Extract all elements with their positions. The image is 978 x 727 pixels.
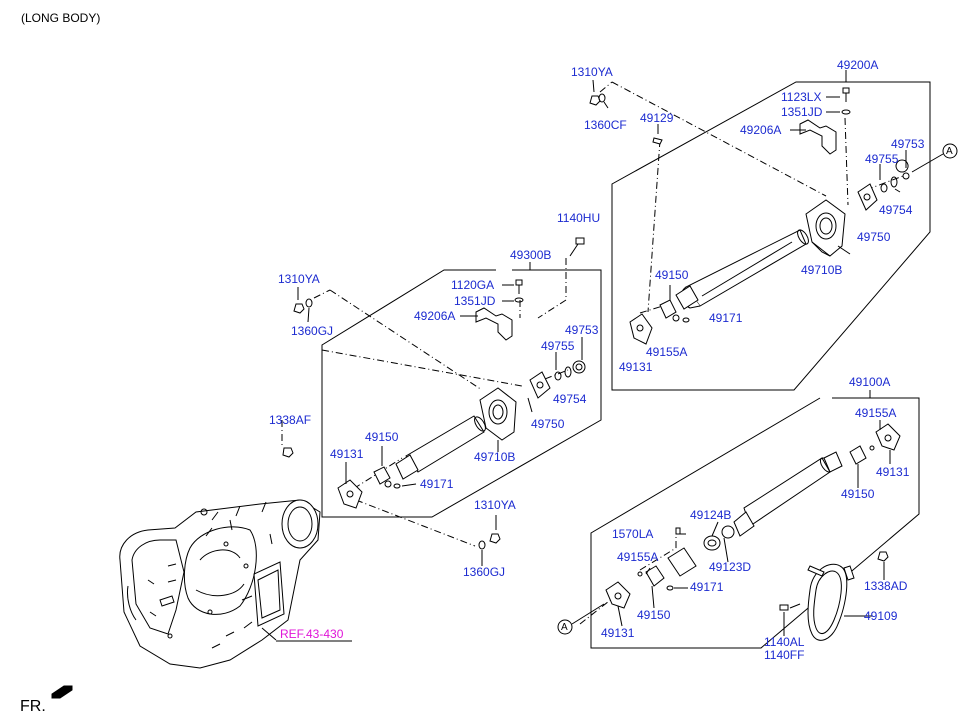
part-label[interactable]: 49753 — [891, 137, 925, 151]
part-label[interactable]: 49710B — [801, 263, 843, 277]
fasteners-top-left — [589, 93, 663, 145]
part-label[interactable]: 1570LA — [612, 527, 654, 541]
part-label[interactable]: 49710B — [474, 450, 516, 464]
part-label[interactable]: 49131 — [876, 465, 910, 479]
part-label[interactable]: 49206A — [740, 123, 782, 137]
propeller-shaft-49300b — [395, 415, 486, 480]
part-label[interactable]: 49123D — [709, 560, 752, 574]
part-label[interactable]: 49150 — [637, 608, 671, 622]
universal-joint-top — [629, 285, 690, 345]
part-label[interactable]: 49155A — [646, 345, 688, 359]
marker-circle-bottom — [557, 619, 573, 635]
part-label[interactable]: 1351JD — [454, 294, 496, 308]
part-label[interactable]: 49753 — [565, 323, 599, 337]
bolt-1120ga — [514, 279, 524, 303]
part-label[interactable]: 1140AL — [764, 635, 805, 649]
transmission-housing — [119, 499, 321, 669]
universal-joint-right — [849, 423, 901, 465]
part-label[interactable]: 1123LX — [781, 90, 822, 104]
marker-circle-top — [942, 143, 958, 159]
part-label[interactable]: 1120GA — [451, 278, 495, 292]
part-label[interactable]: 49755 — [865, 152, 899, 166]
part-label[interactable]: 49131 — [330, 447, 364, 461]
assembly-49300b-frame — [321, 269, 602, 518]
bottom-assembly-guide-lines — [579, 536, 677, 625]
fasteners-mid — [282, 298, 501, 550]
reference-link[interactable]: REF.43-430 — [280, 627, 344, 641]
part-label[interactable]: 1351JD — [781, 105, 823, 119]
propeller-shaft-49100a — [733, 451, 843, 537]
flange-yoke-top — [857, 159, 910, 211]
leader-lines-bottom — [617, 390, 891, 636]
part-label[interactable]: 1310YA — [474, 498, 516, 512]
marker-letter-top: A — [946, 146, 953, 157]
part-label[interactable]: 49171 — [690, 580, 724, 594]
part-label[interactable]: 1360GJ — [463, 565, 506, 579]
universal-joint-mid — [337, 466, 401, 509]
part-label[interactable]: 1338AF — [269, 413, 312, 427]
part-label[interactable]: 49300B — [510, 248, 552, 262]
part-label[interactable]: 1310YA — [278, 272, 320, 286]
center-bearing-49710b-top — [805, 199, 846, 257]
bracket-49206a-mid — [475, 307, 513, 341]
universal-joint-bottom — [605, 527, 681, 609]
marker-letter-bottom: A — [561, 622, 568, 633]
part-label[interactable]: 49750 — [857, 230, 891, 244]
part-label[interactable]: 49750 — [531, 417, 565, 431]
front-arrow-icon — [51, 685, 73, 699]
part-label[interactable]: 49171 — [420, 477, 454, 491]
part-label[interactable]: 49150 — [841, 487, 875, 501]
bolt-1123lx — [841, 87, 851, 115]
bracket-49206a-top — [799, 119, 837, 155]
part-label[interactable]: 49200A — [837, 58, 879, 72]
part-label[interactable]: 49131 — [619, 360, 653, 374]
leader-lines-top — [592, 70, 907, 255]
part-label[interactable]: 49109 — [864, 609, 898, 623]
middle-assembly-guide-lines — [281, 258, 569, 547]
part-label[interactable]: 49171 — [709, 311, 743, 325]
bolt-1140hu — [569, 237, 585, 257]
leader-lines-mid — [297, 262, 583, 566]
part-label[interactable]: 49131 — [601, 626, 635, 640]
part-label[interactable]: 49100A — [849, 375, 891, 389]
ref-leader-line — [261, 627, 277, 641]
part-label[interactable]: 1360CF — [584, 118, 627, 132]
slip-joint-bottom — [667, 525, 735, 577]
variant-label: (LONG BODY) — [21, 11, 101, 25]
part-label[interactable]: 49206A — [414, 309, 456, 323]
top-assembly-guide-lines — [599, 81, 904, 314]
part-label[interactable]: 49155A — [617, 550, 659, 564]
part-label[interactable]: 49754 — [553, 392, 587, 406]
part-label[interactable]: 49155A — [855, 406, 897, 420]
flange-yoke-mid — [529, 360, 586, 399]
center-bearing-49710b-mid — [479, 387, 517, 441]
propeller-shaft-49200a — [675, 229, 809, 310]
assembly-49200a-frame — [611, 81, 931, 391]
part-label[interactable]: 1140FF — [764, 648, 805, 662]
part-label[interactable]: 49755 — [541, 339, 575, 353]
part-label[interactable]: 1310YA — [571, 65, 613, 79]
fasteners-bottom — [779, 551, 889, 611]
part-label[interactable]: 49129 — [640, 111, 674, 125]
direction-label: FR. — [20, 698, 46, 715]
part-label[interactable]: 49754 — [879, 203, 913, 217]
part-label[interactable]: 1338AD — [864, 579, 908, 593]
part-label[interactable]: 49124B — [690, 508, 732, 522]
part-label[interactable]: 1140HU — [557, 211, 601, 225]
part-label[interactable]: 1360GJ — [291, 324, 334, 338]
assembly-49100a-frame — [590, 397, 920, 649]
part-label[interactable]: 49150 — [365, 430, 399, 444]
strap-49109 — [807, 563, 855, 641]
part-label[interactable]: 49150 — [655, 268, 689, 282]
